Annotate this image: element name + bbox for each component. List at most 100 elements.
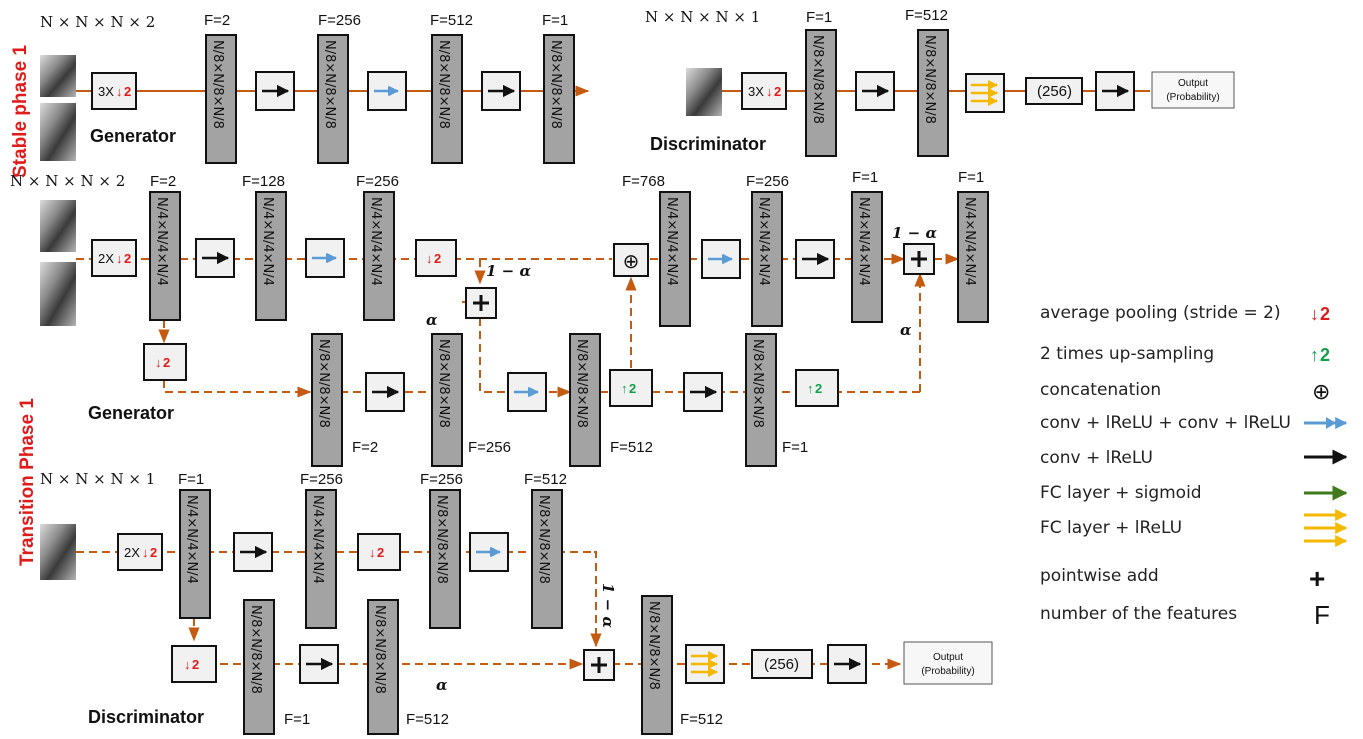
conv-lrelu-arrow	[196, 239, 234, 277]
mri-image	[40, 55, 76, 97]
feature-block	[179, 489, 211, 619]
feature-block	[745, 333, 777, 467]
fc-256-box	[751, 649, 813, 679]
block-dims: N/8×N/8×N/8	[316, 339, 331, 428]
block-dims: N/8×N/8×N/8	[646, 601, 661, 690]
fc-lrelu-arrow	[966, 74, 1004, 112]
block-dims: N/8×N/8×N/8	[248, 605, 263, 694]
feature-block	[851, 191, 883, 323]
svg-text:2: 2	[192, 657, 199, 672]
mri-image	[40, 524, 76, 580]
svg-text:2: 2	[377, 545, 384, 560]
mri-image	[686, 68, 722, 116]
feature-label: F=1	[958, 169, 984, 186]
one-minus-alpha: 1 − α	[486, 262, 531, 280]
trans-disc-input-dims: N × N × N × 1	[40, 470, 155, 488]
svg-text:2: 2	[124, 251, 131, 266]
feature-label: F=256	[468, 439, 511, 456]
feature-block	[751, 191, 783, 327]
svg-text:↓: ↓	[142, 545, 149, 560]
feature-block	[917, 29, 949, 157]
double-conv-arrow	[508, 373, 546, 411]
block-dims: N/8×N/8×N/8	[574, 339, 589, 428]
output-probability-box	[903, 641, 993, 685]
feature-label: F=512	[610, 439, 653, 456]
feature-label: F=128	[242, 173, 285, 190]
plus-icon: +	[1309, 563, 1325, 594]
svg-text:⊕: ⊕	[623, 251, 640, 273]
pointwise-add	[902, 242, 936, 276]
feature-block	[431, 34, 463, 164]
pointwise-add	[464, 286, 498, 320]
feature-block	[531, 489, 563, 629]
legend-label: pointwise add	[1040, 566, 1159, 586]
legend-label: number of the features	[1040, 604, 1237, 624]
legend-label: average pooling (stride = 2)	[1040, 303, 1281, 323]
feature-label: F=1	[852, 169, 878, 186]
block-dims: N/8×N/8×N/8	[210, 40, 225, 129]
up-arrow-2-icon: ↑	[1310, 345, 1319, 365]
feature-label: F=2	[204, 12, 230, 29]
legend-label: 2 times up-sampling	[1040, 344, 1214, 364]
mri-image	[40, 200, 76, 252]
svg-text:2: 2	[629, 381, 636, 396]
svg-text:3X: 3X	[748, 84, 764, 99]
block-dims: N/8×N/8×N/8	[922, 35, 937, 124]
block-dims: N/8×N/8×N/8	[548, 40, 563, 129]
avg-pool-block: ↓ 2	[171, 645, 217, 683]
feature-block	[305, 489, 337, 629]
feature-label: F=256	[318, 12, 361, 29]
svg-text:2: 2	[774, 84, 781, 99]
output-probability-box	[1151, 71, 1235, 109]
feature-block	[317, 34, 349, 164]
legend-label: conv + lReLU	[1040, 448, 1153, 468]
conv-lrelu-arrow	[300, 645, 338, 683]
low-branch-flow	[163, 380, 312, 398]
one-minus-alpha: 1 − α	[599, 583, 617, 628]
mri-image	[40, 262, 76, 326]
feature-block	[367, 599, 399, 735]
feature-block	[805, 29, 837, 157]
legend-symbol: 2	[1320, 304, 1330, 324]
concatenation-node: ⊕	[613, 243, 649, 277]
feature-label: F=1	[284, 711, 310, 728]
feature-label: F=512	[406, 711, 449, 728]
svg-text:2: 2	[124, 84, 131, 99]
svg-text:2X: 2X	[98, 251, 114, 266]
pool-3x-block: 3X ↓ 2	[91, 72, 137, 110]
svg-text:↓: ↓	[116, 84, 123, 99]
double-conv-arrow	[306, 239, 344, 277]
block-dims: N/4×N/4×N/4	[856, 197, 871, 286]
feature-label: F=1	[806, 9, 832, 26]
feature-block	[957, 191, 989, 323]
output-label: Output	[933, 652, 963, 663]
blue-double-arrow-icon	[1304, 417, 1348, 429]
feature-label: F=1	[178, 471, 204, 488]
block-dims: N/8×N/8×N/8	[372, 605, 387, 694]
output-label-sub: (Probability)	[921, 666, 974, 677]
pool-2x-block: 2X ↓ 2	[117, 533, 163, 571]
conv-lrelu-arrow	[856, 72, 894, 110]
feature-label: F=768	[622, 173, 665, 190]
f-symbol: F	[1314, 600, 1330, 630]
svg-text:↓: ↓	[766, 84, 773, 99]
block-dims: N/4×N/4×N/4	[260, 197, 275, 286]
pool-3x-block: 3X ↓ 2	[741, 72, 787, 110]
double-conv-arrow	[470, 533, 508, 571]
block-dims: N/8×N/8×N/8	[536, 495, 551, 584]
block-dims: N/4×N/4×N/4	[184, 495, 199, 584]
feature-label: F=512	[430, 12, 473, 29]
output-label-sub: (Probability)	[1166, 92, 1219, 103]
pool-2x-block: 2X ↓ 2	[91, 239, 137, 277]
legend: average pooling (stride = 2) ↓ 2 2 times…	[1040, 303, 1348, 630]
svg-text:↑: ↑	[807, 381, 814, 396]
block-dims: N/8×N/8×N/8	[810, 35, 825, 124]
avg-pool-block: ↓ 2	[357, 533, 401, 571]
block-dims: N/4×N/4×N/4	[368, 197, 383, 286]
block-dims: N/8×N/8×N/8	[434, 495, 449, 584]
alpha-label: α	[426, 311, 438, 329]
feature-label: F=2	[352, 439, 378, 456]
feature-label: F=256	[356, 173, 399, 190]
fc-lrelu-arrow	[686, 645, 724, 683]
svg-text:↓: ↓	[116, 251, 123, 266]
